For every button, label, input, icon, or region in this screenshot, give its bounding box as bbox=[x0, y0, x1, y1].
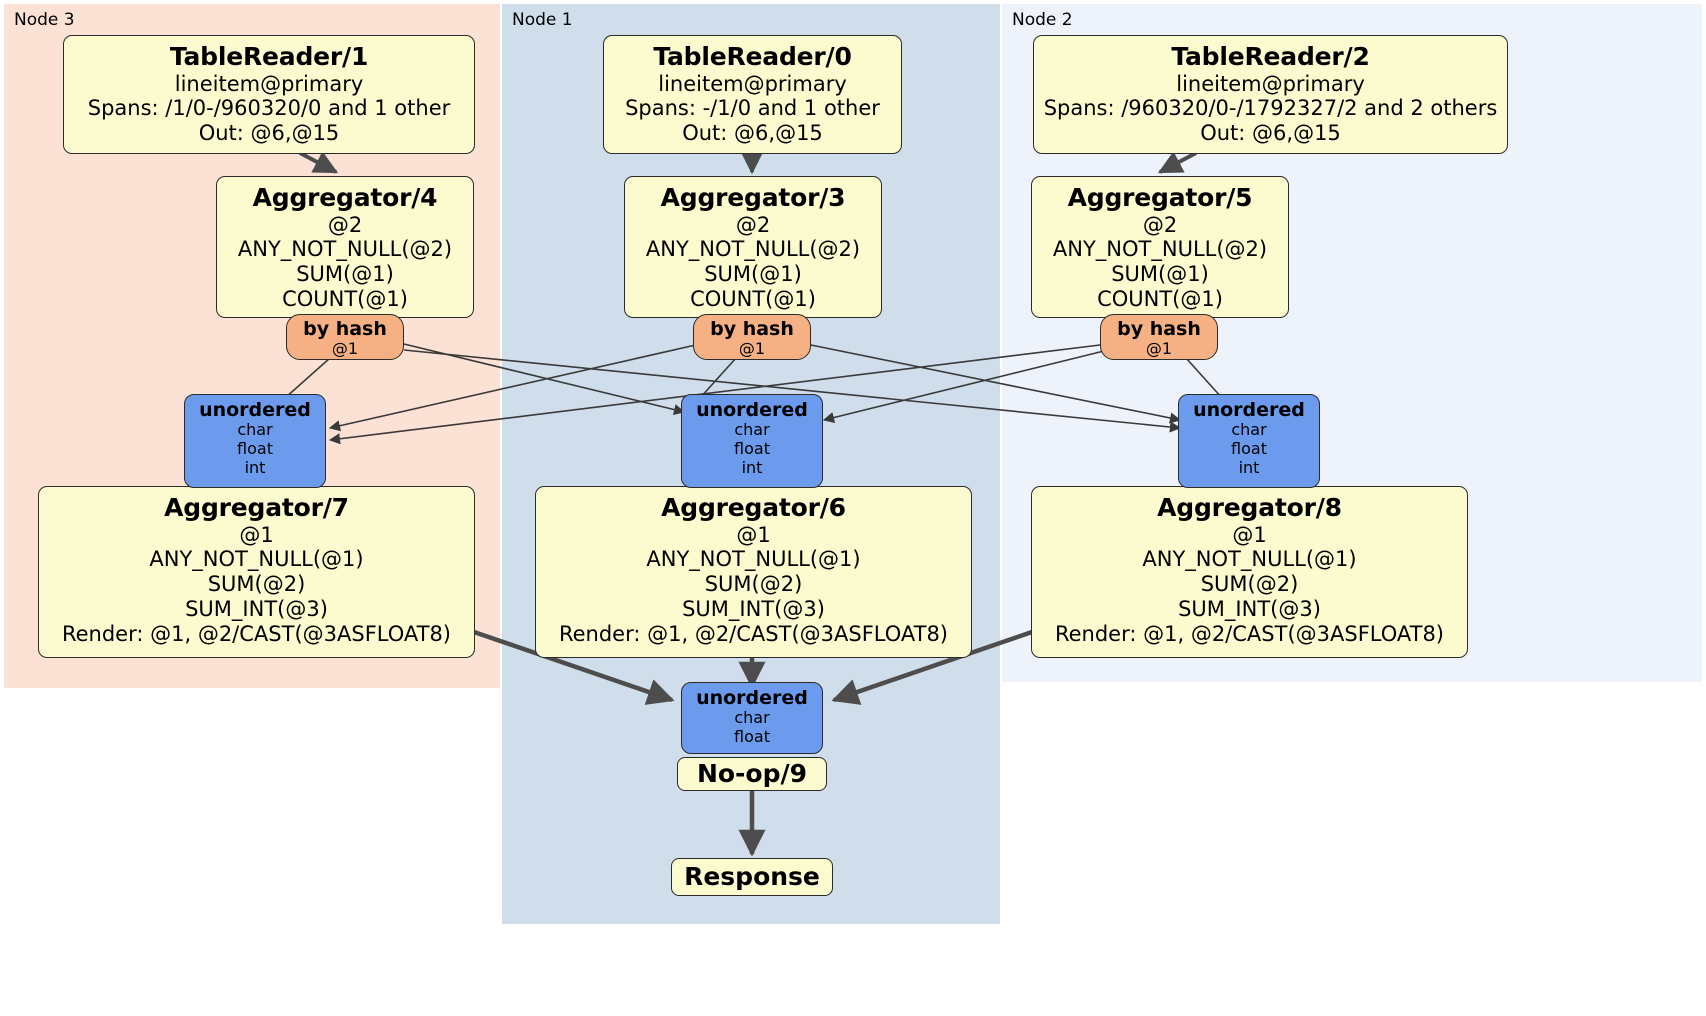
processor-render-line: Render: @1, @2/CAST(@3ASFLOAT8) bbox=[1054, 621, 1445, 646]
processor-detail-line: @1 bbox=[736, 522, 771, 547]
processor-detail-line: Out: @6,@15 bbox=[198, 121, 340, 146]
processor-title: Aggregator/4 bbox=[252, 183, 438, 212]
processor-title: No-op/9 bbox=[696, 759, 808, 789]
synchronizer-type: float bbox=[734, 439, 770, 459]
processor-aggregator-4[interactable]: Aggregator/4 @2 ANY_NOT_NULL(@2) SUM(@1)… bbox=[216, 176, 474, 318]
synchronizer-type: float bbox=[1231, 439, 1267, 459]
router-detail: @1 bbox=[738, 339, 766, 359]
router-detail: @1 bbox=[331, 339, 359, 359]
processor-detail-line: lineitem@primary bbox=[174, 71, 364, 96]
processor-no-op-9[interactable]: No-op/9 bbox=[677, 757, 827, 791]
processor-aggregator-5[interactable]: Aggregator/5 @2 ANY_NOT_NULL(@2) SUM(@1)… bbox=[1031, 176, 1289, 318]
processor-render-line: Render: @1, @2/CAST(@3ASFLOAT8) bbox=[558, 621, 949, 646]
processor-detail-line: COUNT(@1) bbox=[282, 286, 408, 311]
router-by-hash-center[interactable]: by hash @1 bbox=[693, 314, 811, 360]
node-panel-label: Node 2 bbox=[1012, 10, 1073, 30]
processor-detail-line: SUM(@2) bbox=[207, 572, 306, 597]
synchronizer-title: unordered bbox=[1193, 399, 1305, 421]
processor-title: Aggregator/6 bbox=[661, 493, 846, 522]
processor-detail-line: SUM_INT(@3) bbox=[185, 596, 328, 621]
synchronizer-type: char bbox=[734, 420, 770, 440]
synchronizer-type: float bbox=[734, 727, 770, 747]
processor-detail-line: @2 bbox=[327, 212, 363, 237]
processor-detail-line: lineitem@primary bbox=[658, 71, 847, 96]
router-title: by hash bbox=[710, 318, 794, 340]
synchronizer-type: int bbox=[741, 458, 763, 478]
processor-detail-line: @1 bbox=[239, 522, 274, 547]
synchronizer-type: int bbox=[1238, 458, 1260, 478]
router-title: by hash bbox=[303, 318, 387, 340]
synchronizer-type: char bbox=[237, 420, 273, 440]
router-by-hash-right[interactable]: by hash @1 bbox=[1100, 314, 1218, 360]
synchronizer-type: char bbox=[1231, 420, 1267, 440]
processor-aggregator-6[interactable]: Aggregator/6 @1 ANY_NOT_NULL(@1) SUM(@2)… bbox=[535, 486, 972, 658]
processor-detail-line: @1 bbox=[1232, 522, 1267, 547]
processor-title: Aggregator/5 bbox=[1067, 183, 1253, 212]
processor-detail-line: SUM(@2) bbox=[704, 572, 803, 597]
processor-title: Aggregator/7 bbox=[164, 493, 349, 522]
processor-tablereader-1[interactable]: TableReader/1 lineitem@primary Spans: /1… bbox=[63, 35, 475, 154]
processor-tablereader-2[interactable]: TableReader/2 lineitem@primary Spans: /9… bbox=[1033, 35, 1508, 154]
processor-tablereader-0[interactable]: TableReader/0 lineitem@primary Spans: -/… bbox=[603, 35, 902, 154]
processor-detail-line: @2 bbox=[1142, 212, 1178, 237]
processor-detail-line: ANY_NOT_NULL(@1) bbox=[646, 547, 861, 572]
processor-aggregator-8[interactable]: Aggregator/8 @1 ANY_NOT_NULL(@1) SUM(@2)… bbox=[1031, 486, 1468, 658]
processor-title: TableReader/2 bbox=[1171, 42, 1370, 71]
processor-detail-line: Spans: -/1/0 and 1 other bbox=[625, 96, 880, 121]
processor-aggregator-3[interactable]: Aggregator/3 @2 ANY_NOT_NULL(@2) SUM(@1)… bbox=[624, 176, 882, 318]
processor-title: TableReader/0 bbox=[653, 42, 852, 71]
synchronizer-unordered-final[interactable]: unordered char float bbox=[681, 682, 823, 754]
processor-detail-line: Spans: /1/0-/960320/0 and 1 other bbox=[87, 96, 451, 121]
synchronizer-title: unordered bbox=[696, 687, 808, 709]
processor-detail-line: Out: @6,@15 bbox=[1200, 121, 1341, 146]
processor-detail-line: ANY_NOT_NULL(@1) bbox=[1142, 547, 1357, 572]
synchronizer-unordered-center[interactable]: unordered char float int bbox=[681, 394, 823, 488]
processor-detail-line: COUNT(@1) bbox=[1097, 286, 1223, 311]
processor-title: Aggregator/3 bbox=[660, 183, 846, 212]
processor-detail-line: Out: @6,@15 bbox=[682, 121, 823, 146]
processor-detail-line: ANY_NOT_NULL(@2) bbox=[1052, 237, 1268, 262]
router-by-hash-left[interactable]: by hash @1 bbox=[286, 314, 404, 360]
processor-detail-line: SUM(@1) bbox=[296, 262, 394, 287]
processor-detail-line: SUM_INT(@3) bbox=[682, 596, 825, 621]
processor-detail-line: ANY_NOT_NULL(@1) bbox=[149, 547, 364, 572]
processor-title: Aggregator/8 bbox=[1157, 493, 1342, 522]
processor-detail-line: ANY_NOT_NULL(@2) bbox=[645, 237, 861, 262]
processor-detail-line: Spans: /960320/0-/1792327/2 and 2 others bbox=[1043, 96, 1498, 121]
processor-title: Response bbox=[684, 862, 820, 892]
processor-title: TableReader/1 bbox=[169, 42, 369, 71]
processor-aggregator-7[interactable]: Aggregator/7 @1 ANY_NOT_NULL(@1) SUM(@2)… bbox=[38, 486, 475, 658]
synchronizer-type: int bbox=[244, 458, 266, 478]
synchronizer-unordered-left[interactable]: unordered char float int bbox=[184, 394, 326, 488]
router-detail: @1 bbox=[1145, 339, 1173, 359]
synchronizer-type: float bbox=[237, 439, 273, 459]
processor-detail-line: SUM(@1) bbox=[704, 262, 802, 287]
synchronizer-unordered-right[interactable]: unordered char float int bbox=[1178, 394, 1320, 488]
processor-response[interactable]: Response bbox=[671, 858, 833, 896]
processor-detail-line: ANY_NOT_NULL(@2) bbox=[237, 237, 453, 262]
processor-detail-line: SUM(@1) bbox=[1111, 262, 1209, 287]
processor-detail-line: SUM(@2) bbox=[1200, 572, 1299, 597]
synchronizer-title: unordered bbox=[199, 399, 311, 421]
processor-detail-line: lineitem@primary bbox=[1176, 71, 1365, 96]
router-title: by hash bbox=[1117, 318, 1201, 340]
node-panel-label: Node 3 bbox=[14, 10, 75, 30]
processor-render-line: Render: @1, @2/CAST(@3ASFLOAT8) bbox=[61, 621, 452, 646]
synchronizer-type: char bbox=[734, 708, 770, 728]
node-panel-label: Node 1 bbox=[512, 10, 573, 30]
processor-detail-line: @2 bbox=[735, 212, 771, 237]
processor-detail-line: SUM_INT(@3) bbox=[1178, 596, 1321, 621]
processor-detail-line: COUNT(@1) bbox=[690, 286, 816, 311]
synchronizer-title: unordered bbox=[696, 399, 808, 421]
